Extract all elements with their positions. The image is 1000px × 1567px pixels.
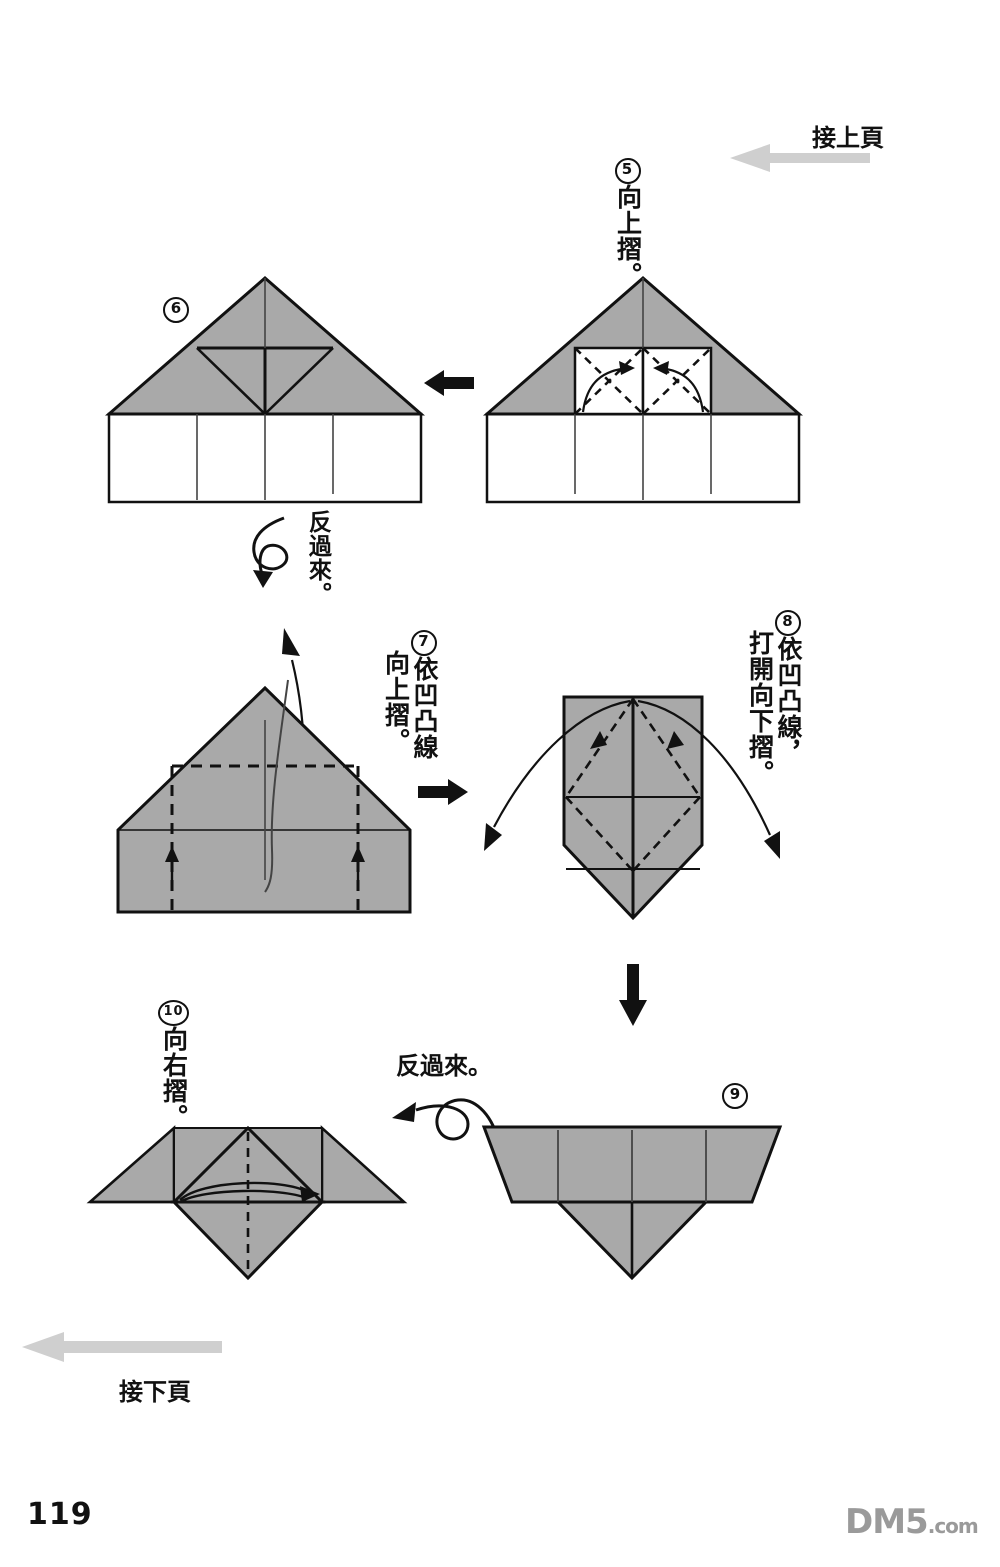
arrow-right-step7-to-step8-icon (418, 777, 468, 807)
site-watermark: DM5.com (845, 1502, 979, 1542)
continue-prev-label: 接上頁 (812, 124, 884, 152)
step-5-caption: 5向上摺。 (613, 158, 643, 288)
arrow-left-step5-to-step6-icon (424, 368, 474, 398)
step-7-caption-line-2: 向上摺。 (381, 650, 411, 754)
step-10-number: 10 (158, 1000, 189, 1026)
step-5-number: 5 (614, 158, 641, 184)
step-8-number: 8 (775, 610, 801, 636)
step-10-caption: 10向右摺。 (158, 1000, 189, 1130)
step-6-number: 6 (163, 297, 189, 323)
turn-over-label-1: 反過來。 (304, 510, 331, 606)
watermark-text: DM5 (845, 1502, 929, 1542)
step-7-number: 7 (411, 630, 437, 656)
turn-over-label-2: 反過來。 (396, 1052, 492, 1080)
step-7-caption-line-1: 依凹凸線 (410, 656, 439, 760)
step-9-caption: 9 (722, 1083, 748, 1109)
turn-over-loop-arrow-icon-2 (382, 1090, 502, 1152)
diagram-step-5 (482, 272, 804, 507)
step-7-caption: 7依凹凸線 向上摺。 (380, 630, 439, 760)
step-8-caption-line-1: 依凹凸線， (774, 636, 803, 766)
diagram-step-6 (104, 272, 426, 507)
step-10-caption-line-1: 向右摺。 (159, 1026, 189, 1130)
step-5-caption-line-1: 向上摺。 (613, 184, 643, 288)
continue-prev-arrow-icon (730, 138, 870, 178)
diagram-step-7 (110, 679, 420, 920)
step-9-number: 9 (722, 1083, 748, 1109)
diagram-step-10 (82, 1112, 412, 1292)
step-8-caption: 8依凹凸線， 打開向下摺。 (744, 610, 803, 786)
diagram-step-9 (462, 1112, 802, 1292)
arrow-down-step8-to-step9-icon (617, 964, 649, 1026)
diagram-step-8 (462, 675, 802, 925)
watermark-suffix: .com (927, 1514, 979, 1538)
continue-next-label: 接下頁 (119, 1378, 191, 1406)
step-8-caption-line-2: 打開向下摺。 (745, 630, 775, 786)
page-number: 119 (27, 1497, 93, 1532)
step-6-caption: 6 (163, 297, 189, 323)
continue-next-arrow-icon (22, 1327, 222, 1367)
turn-over-loop-arrow-icon-1 (248, 512, 308, 597)
